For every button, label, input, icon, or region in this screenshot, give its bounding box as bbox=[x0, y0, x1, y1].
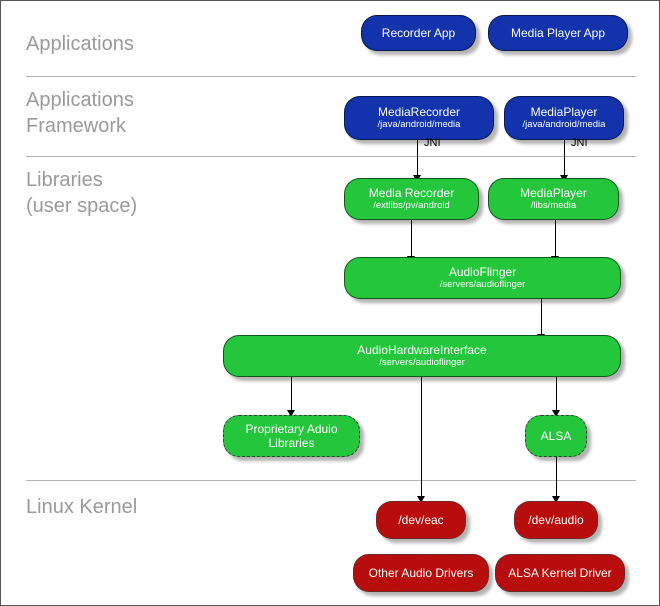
node-title: MediaPlayer bbox=[530, 105, 598, 119]
node-mediaplayer-lib[interactable]: MediaPlayer /libs/media bbox=[488, 178, 619, 220]
node-title: AudioHardwareInterface bbox=[357, 343, 487, 357]
node-mediaplayer-framework[interactable]: MediaPlayer /java/android/media bbox=[504, 96, 624, 140]
layer-label-libraries: Libraries (user space) bbox=[26, 169, 138, 217]
node-proprietary-audio-libraries[interactable]: Proprietary Aduio Libraries bbox=[223, 415, 360, 457]
node-media-recorder-lib[interactable]: Media Recorder /extlibs/pv/android bbox=[344, 178, 479, 220]
node-alsa-kernel-driver[interactable]: ALSA Kernel Driver bbox=[495, 554, 625, 592]
node-title: ALSA bbox=[540, 429, 572, 443]
node-subtitle: /servers/audioflinger bbox=[439, 279, 526, 290]
node-audioflinger[interactable]: AudioFlinger /servers/audioflinger bbox=[344, 257, 621, 299]
node-alsa[interactable]: ALSA bbox=[525, 415, 587, 457]
node-title: Recorder App bbox=[381, 26, 456, 40]
connector-audiohardwareinterface-to-dev-eac bbox=[421, 374, 422, 502]
connector-mediarecorder-to-media-recorder-lib bbox=[417, 139, 418, 181]
node-subtitle: /extlibs/pv/android bbox=[373, 200, 450, 211]
connector-audiohardwareinterface-to-proprietary-audio-libraries bbox=[291, 374, 292, 416]
arrowhead-proprietary-audio-libraries bbox=[287, 410, 295, 417]
node-title: /dev/eac bbox=[398, 513, 444, 527]
arrowhead-dev-audio bbox=[552, 496, 560, 503]
connector-audiohardwareinterface-to-alsa bbox=[556, 374, 557, 416]
arrowhead-dev-eac bbox=[417, 496, 425, 503]
connector-audioflinger-to-audiohardwareinterface bbox=[541, 297, 542, 341]
node-title: /dev/audio bbox=[528, 513, 584, 527]
node-title: Proprietary Aduio Libraries bbox=[245, 422, 338, 450]
connector-media-recorder-lib-to-audioflinger bbox=[411, 219, 412, 263]
layer-label-applications: Applications bbox=[26, 33, 134, 55]
connector-alsa-to-dev-audio bbox=[556, 456, 557, 502]
node-mediarecorder[interactable]: MediaRecorder /java/android/media bbox=[344, 96, 494, 140]
node-title: MediaPlayer bbox=[520, 186, 587, 200]
divider-linux-kernel bbox=[26, 480, 636, 481]
connector-mediaplayer-to-mediaplayer-lib bbox=[564, 139, 565, 181]
node-other-audio-drivers[interactable]: Other Audio Drivers bbox=[353, 554, 489, 592]
node-title: AudioFlinger bbox=[448, 265, 517, 279]
layer-label-linux-kernel: Linux Kernel bbox=[26, 496, 138, 518]
node-title: Media Recorder bbox=[368, 186, 455, 200]
layer-label-applications-framework: Applications Framework bbox=[26, 89, 134, 137]
node-title: ALSA Kernel Driver bbox=[508, 566, 612, 580]
edge-label-jni-player: JNI bbox=[571, 137, 588, 149]
node-subtitle: /libs/media bbox=[530, 200, 577, 211]
node-media-player-app[interactable]: Media Player App bbox=[488, 15, 628, 51]
node-audiohardwareinterface[interactable]: AudioHardwareInterface /servers/audiofli… bbox=[223, 335, 621, 377]
edge-label-jni-recorder: JNI bbox=[424, 137, 441, 149]
node-subtitle: /servers/audioflinger bbox=[379, 357, 465, 368]
node-subtitle: /java/android/media bbox=[377, 119, 461, 130]
node-subtitle: /java/android/media bbox=[522, 119, 606, 130]
node-title: Other Audio Drivers bbox=[368, 566, 474, 580]
divider-applications bbox=[26, 76, 636, 77]
divider-applications-framework bbox=[26, 156, 636, 157]
connector-mediaplayer-lib-to-audioflinger bbox=[555, 219, 556, 263]
node-title: Media Player App bbox=[510, 26, 606, 40]
node-recorder-app[interactable]: Recorder App bbox=[361, 15, 476, 51]
node-dev-eac[interactable]: /dev/eac bbox=[376, 501, 466, 539]
node-title: MediaRecorder bbox=[377, 105, 461, 119]
node-dev-audio[interactable]: /dev/audio bbox=[514, 501, 598, 539]
arrowhead-alsa bbox=[552, 410, 560, 417]
